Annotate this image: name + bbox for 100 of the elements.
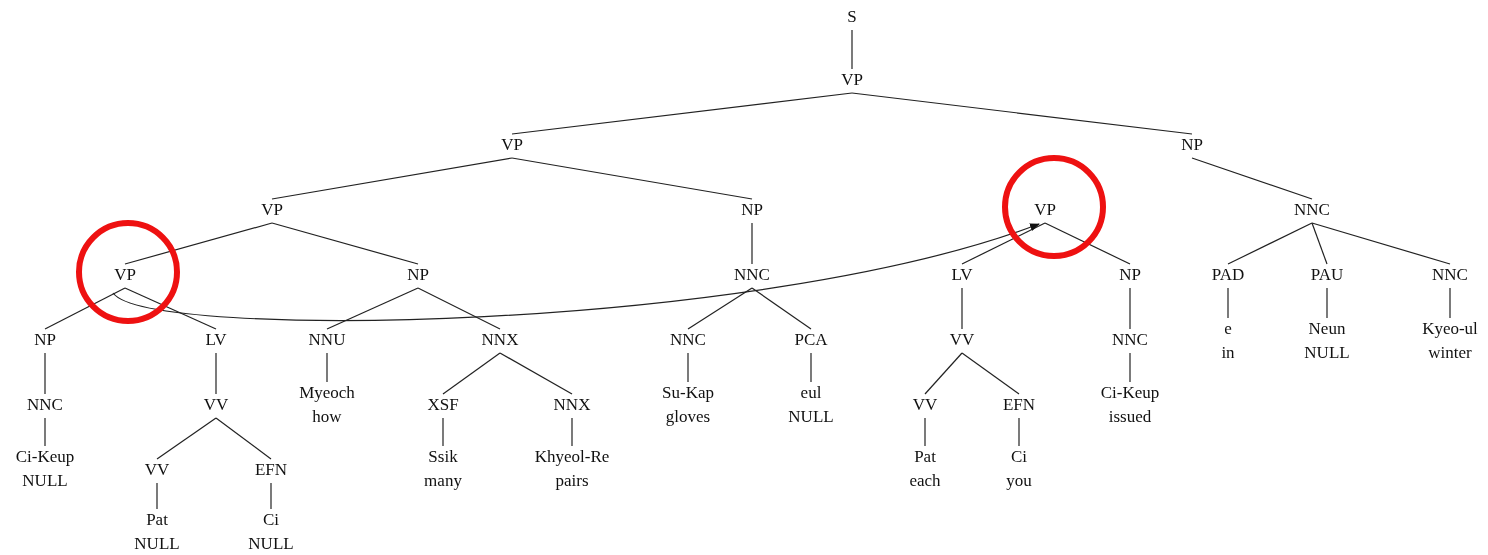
category-label: NNC bbox=[27, 393, 63, 417]
category-label: VP bbox=[114, 263, 136, 287]
tree-branch bbox=[1129, 352, 1131, 383]
tree-branch bbox=[687, 287, 753, 330]
tree-branch bbox=[124, 222, 273, 265]
word-label: Khyeol-Re bbox=[534, 446, 610, 468]
category-label: PCA bbox=[794, 328, 828, 352]
category-label: VV bbox=[203, 393, 229, 417]
gloss-label: winter bbox=[1427, 342, 1473, 364]
category-label: NNU bbox=[308, 328, 346, 352]
tree-branch bbox=[44, 287, 126, 330]
category-label: NP bbox=[741, 198, 763, 222]
movement-arrow bbox=[112, 222, 1040, 321]
tree-branch bbox=[270, 482, 272, 510]
gloss-label: how bbox=[311, 406, 343, 428]
category-label: PAU bbox=[1310, 263, 1344, 287]
word-label: eul bbox=[799, 382, 823, 404]
tree-branch bbox=[924, 417, 926, 447]
category-label: PAD bbox=[1211, 263, 1245, 287]
category-label: EFN bbox=[254, 458, 288, 482]
tree-branch bbox=[326, 287, 419, 330]
tree-branch bbox=[156, 417, 217, 460]
category-label: NP bbox=[1181, 133, 1203, 157]
tree-branch bbox=[1018, 417, 1020, 447]
gloss-label: issued bbox=[1107, 406, 1153, 428]
word-label: Myeoch bbox=[299, 382, 355, 404]
tree-branch bbox=[124, 287, 217, 330]
tree-branch bbox=[1311, 222, 1451, 265]
tree-branch bbox=[851, 92, 1193, 135]
tree-branch bbox=[511, 92, 853, 135]
tree-branch bbox=[1227, 222, 1313, 265]
tree-branch bbox=[961, 352, 1020, 395]
category-label: XSF bbox=[427, 393, 459, 417]
word-label: Pat bbox=[913, 446, 937, 468]
category-label: VP bbox=[841, 68, 863, 92]
tree-branch bbox=[271, 157, 513, 200]
highlight-circle bbox=[1002, 155, 1106, 259]
gloss-label: NULL bbox=[21, 470, 69, 492]
tree-branch bbox=[1227, 287, 1229, 319]
tree-branch bbox=[751, 287, 812, 330]
tree-branch bbox=[511, 157, 753, 200]
gloss-label: many bbox=[424, 470, 462, 492]
gloss-label: NULL bbox=[134, 533, 180, 555]
category-label: NNC bbox=[670, 328, 706, 352]
gloss-label: pairs bbox=[554, 470, 590, 492]
tree-branch bbox=[1044, 222, 1131, 265]
gloss-label: gloves bbox=[664, 406, 712, 428]
tree-branch bbox=[751, 222, 753, 265]
tree-branch bbox=[156, 482, 158, 510]
category-label: NNC bbox=[1432, 263, 1468, 287]
word-label: Kyeo-ul bbox=[1422, 318, 1478, 340]
category-label: VV bbox=[912, 393, 938, 417]
highlight-circle bbox=[76, 220, 180, 324]
category-label: NNX bbox=[481, 328, 519, 352]
tree-branch bbox=[1326, 287, 1328, 319]
category-label: NNX bbox=[553, 393, 591, 417]
gloss-label: in bbox=[1221, 342, 1235, 364]
category-label: NNC bbox=[1112, 328, 1148, 352]
tree-branch bbox=[571, 417, 573, 447]
tree-branch bbox=[44, 417, 46, 447]
category-label: VP bbox=[261, 198, 283, 222]
word-label: Ssik bbox=[427, 446, 459, 468]
tree-branch bbox=[442, 352, 501, 395]
category-label: NP bbox=[34, 328, 56, 352]
gloss-label: each bbox=[909, 470, 941, 492]
tree-branch bbox=[215, 417, 272, 460]
tree-branch bbox=[924, 352, 963, 395]
word-label: Ci-Keup bbox=[15, 446, 75, 468]
tree-branch bbox=[44, 352, 46, 395]
tree-branch bbox=[810, 352, 812, 383]
tree-branch bbox=[499, 352, 573, 395]
word-label: Pat bbox=[145, 509, 169, 531]
word-label: Neun bbox=[1307, 318, 1347, 340]
tree-branch bbox=[326, 352, 328, 383]
category-label: EFN bbox=[1002, 393, 1036, 417]
word-label: e bbox=[1223, 318, 1233, 340]
category-label: VP bbox=[501, 133, 523, 157]
category-label: LV bbox=[951, 263, 973, 287]
category-label: NNC bbox=[734, 263, 770, 287]
category-label: NP bbox=[1119, 263, 1141, 287]
category-label: VV bbox=[949, 328, 975, 352]
tree-branch bbox=[1449, 287, 1451, 319]
tree-branch bbox=[1191, 157, 1313, 200]
word-label: Ci-Keup bbox=[1100, 382, 1160, 404]
tree-branch bbox=[215, 352, 217, 395]
tree-branch bbox=[442, 417, 444, 447]
gloss-label: NULL bbox=[788, 406, 834, 428]
tree-branch bbox=[417, 287, 501, 330]
tree-branch bbox=[687, 352, 689, 383]
category-label: VV bbox=[144, 458, 170, 482]
category-label: NP bbox=[407, 263, 429, 287]
gloss-label: NULL bbox=[1304, 342, 1350, 364]
word-label: Ci bbox=[261, 509, 280, 531]
gloss-label: NULL bbox=[248, 533, 294, 555]
tree-branch bbox=[961, 222, 1046, 265]
category-label: NNC bbox=[1294, 198, 1330, 222]
tree-branch bbox=[961, 287, 963, 330]
tree-branch bbox=[851, 29, 853, 70]
category-label: VP bbox=[1034, 198, 1056, 222]
category-label: S bbox=[847, 5, 857, 29]
